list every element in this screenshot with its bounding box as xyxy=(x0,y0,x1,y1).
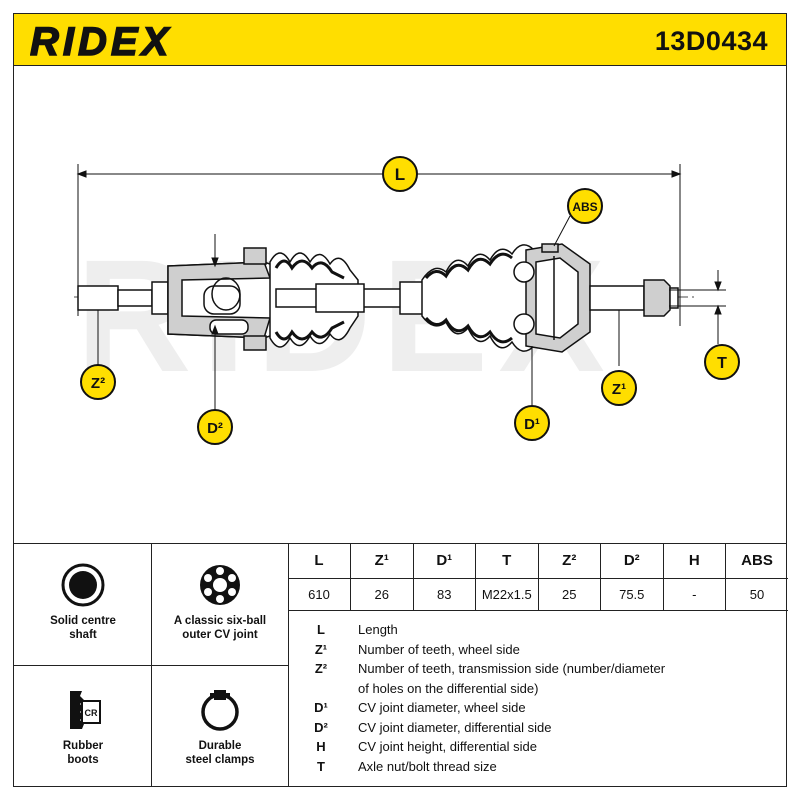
legend-row: T Axle nut/bolt thread size xyxy=(302,757,782,777)
legend-row: Z² Number of teeth, transmission side (n… xyxy=(302,659,782,679)
thread-badge-label: T xyxy=(717,355,727,372)
legend-description: Length xyxy=(358,622,398,638)
brand-logo: RIDEX xyxy=(30,20,172,62)
spec-value-abs: 50 xyxy=(725,578,788,611)
legend-symbol: Z¹ xyxy=(314,641,328,657)
legend-description: CV joint diameter, differential side xyxy=(358,719,552,735)
legend-row: D¹ CV joint diameter, wheel side xyxy=(302,698,782,718)
legend-symbol: D¹ xyxy=(314,700,328,716)
spec-header-h: H xyxy=(663,544,726,579)
spec-value-z2: 25 xyxy=(538,578,601,611)
thread-dimension xyxy=(669,270,726,344)
legend-description: CV joint diameter, wheel side xyxy=(358,700,526,716)
part-number: 13D0434 xyxy=(654,26,768,56)
legend-row: L Length xyxy=(302,620,782,640)
length-badge-label: L xyxy=(395,165,405,184)
spec-header-z2: Z² xyxy=(538,544,601,579)
spec-value-l: 610 xyxy=(288,578,351,611)
d1-badge-label: D¹ xyxy=(524,416,540,433)
rubber-boot-icon: CR xyxy=(70,691,101,729)
legend-symbol: L xyxy=(317,622,325,638)
z2-badge: Z² xyxy=(80,364,116,400)
driveshaft-diagram: RIDEX xyxy=(74,156,740,445)
spec-value-t: M22x1.5 xyxy=(475,578,539,611)
legend-symbol: Z² xyxy=(314,661,328,677)
solid-shaft-icon xyxy=(61,563,105,607)
rubber-boot-icon-text: CR xyxy=(85,708,98,718)
header-bar: RIDEX 13D0434 xyxy=(13,13,787,66)
d2-badge-label: D² xyxy=(207,420,223,437)
legend: L Length Z¹ Number of teeth, wheel side … xyxy=(302,620,782,776)
legend-description: Number of teeth, wheel side xyxy=(358,641,520,657)
legend-description: Axle nut/bolt thread size xyxy=(358,758,497,774)
d2-dimension xyxy=(211,234,219,411)
legend-description: of holes on the differential side) xyxy=(358,680,539,696)
spec-value-d2: 75.5 xyxy=(600,578,664,611)
z1-badge: Z¹ xyxy=(601,370,637,406)
inner-cv-joint xyxy=(167,247,277,351)
inner-stub-shaft xyxy=(77,281,169,315)
divider xyxy=(14,665,288,666)
legend-row: of holes on the differential side) xyxy=(302,679,782,699)
legend-description: Number of teeth, transmission side (numb… xyxy=(358,661,666,677)
outer-cv-joint xyxy=(513,243,591,353)
diagram-area: RIDEX xyxy=(13,66,787,543)
spec-value-h: - xyxy=(663,578,726,611)
z2-badge-label: Z² xyxy=(91,375,105,392)
spec-table-header-row: L Z¹ D¹ T Z² D² H ABS xyxy=(288,544,788,579)
spec-header-t: T xyxy=(475,544,539,579)
abs-badge: ABS xyxy=(567,188,603,224)
legend-row: D² CV joint diameter, differential side xyxy=(302,718,782,738)
spec-value-d1: 83 xyxy=(413,578,476,611)
spec-header-abs: ABS xyxy=(725,544,788,579)
spec-header-z1: Z¹ xyxy=(350,544,414,579)
abs-badge-label: ABS xyxy=(572,200,597,214)
divider xyxy=(288,544,289,786)
z1-badge-label: Z¹ xyxy=(612,381,626,398)
legend-row: Z¹ Number of teeth, wheel side xyxy=(302,640,782,660)
legend-row: H CV joint height, differential side xyxy=(302,737,782,757)
legend-symbol: D² xyxy=(314,719,328,735)
thread-badge: T xyxy=(704,344,740,380)
spec-table-value-row: 610 26 83 M22x1.5 25 75.5 - 50 xyxy=(288,578,788,611)
spec-header-d2: D² xyxy=(600,544,664,579)
length-badge: L xyxy=(382,156,418,192)
d2-badge: D² xyxy=(197,409,233,445)
d1-badge: D¹ xyxy=(514,405,550,441)
steel-clamp-icon xyxy=(201,690,239,731)
legend-symbol: T xyxy=(317,758,325,774)
legend-description: CV joint height, differential side xyxy=(358,739,537,755)
brand-logo-text: RIDEX xyxy=(30,20,172,62)
spec-header-l: L xyxy=(288,544,351,579)
spec-value-z1: 26 xyxy=(350,578,414,611)
six-ball-joint-icon xyxy=(200,565,240,605)
outer-stub-shaft xyxy=(589,279,679,317)
spec-table: L Z¹ D¹ T Z² D² H ABS 610 26 83 M22x1.5 … xyxy=(288,544,788,611)
spec-header-d1: D¹ xyxy=(413,544,476,579)
legend-symbol: H xyxy=(316,739,326,755)
abs-leader xyxy=(553,215,571,247)
